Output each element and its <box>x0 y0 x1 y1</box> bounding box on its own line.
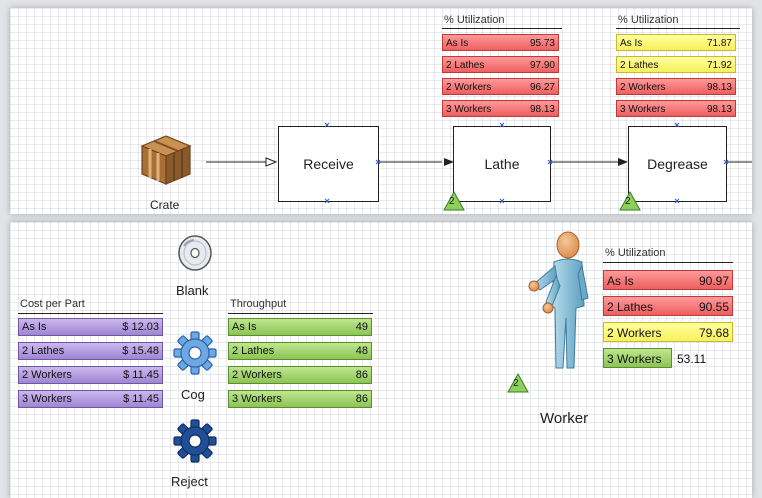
cost-per-part-row-label: 3 Workers <box>22 393 72 405</box>
throughput-row-value: 49 <box>355 321 368 333</box>
cost-per-part-row-value: $ 11.45 <box>123 369 159 381</box>
cog-label: Cog <box>181 387 205 402</box>
lathe-utilization-row-value: 97.90 <box>529 60 555 71</box>
worker-utilization-row-label: 3 Workers <box>607 352 662 366</box>
throughput-row: 3 Workers 86 <box>228 390 372 408</box>
worker-utilization-row-value: 79.68 <box>698 326 729 340</box>
worker-utilization-row-label: As Is <box>607 274 634 288</box>
worker-utilization-underline <box>603 262 733 263</box>
cd-disc-icon[interactable] <box>174 232 216 274</box>
worker-utilization-row: As Is 90.97 <box>603 270 733 290</box>
degrease-utilization-row-value: 98.13 <box>706 82 732 93</box>
degrease-badge-count: 2 <box>625 196 631 207</box>
degrease-utilization-underline <box>616 28 740 29</box>
degrease-utilization-row: 3 Workers 98.13 <box>616 100 736 117</box>
degrease-utilization-row: As Is 71.87 <box>616 34 736 51</box>
lathe-utilization-row: 2 Workers 96.27 <box>442 78 559 95</box>
lathe-utilization-row-label: 2 Workers <box>446 82 492 93</box>
degrease-resource-badge-icon <box>619 191 641 211</box>
lathe-resource-badge-icon <box>443 191 465 211</box>
lathe-utilization-row-label: As Is <box>446 38 469 49</box>
degrease-utilization-row-label: 3 Workers <box>620 104 666 115</box>
lathe-utilization-row: 2 Lathes 97.90 <box>442 56 559 73</box>
lathe-utilization-underline <box>442 28 562 29</box>
lathe-utilization-row-value: 95.73 <box>529 38 555 49</box>
worker-resource-badge-icon <box>507 373 529 393</box>
throughput-underline <box>228 313 373 314</box>
throughput-row-label: 2 Lathes <box>232 345 275 357</box>
degrease-utilization-row: 2 Lathes 71.92 <box>616 56 736 73</box>
lathe-utilization-row: 3 Workers 98.13 <box>442 100 559 117</box>
receive-label: Receive <box>303 156 354 172</box>
degrease-label: Degrease <box>647 156 708 172</box>
worker-utilization-row: 2 Workers 79.68 <box>603 322 733 342</box>
worker-utilization-row-label: 2 Lathes <box>607 300 654 314</box>
arrow-receive-lathe <box>444 158 454 166</box>
flow-connectors <box>206 157 752 167</box>
blank-label: Blank <box>176 283 209 298</box>
crate-icon[interactable] <box>138 132 194 188</box>
cost-per-part-row-label: As Is <box>22 321 47 333</box>
degrease-activity[interactable]: Degrease <box>628 126 727 202</box>
arrow-crate-receive <box>265 157 278 167</box>
reject-cog-icon[interactable] <box>172 418 218 464</box>
worker-utilization-row: 2 Lathes 90.55 <box>603 296 733 316</box>
throughput-title: Throughput <box>230 298 287 310</box>
throughput-row-label: 3 Workers <box>232 393 282 405</box>
cost-per-part-row-label: 2 Lathes <box>22 345 65 357</box>
lathe-utilization-title: % Utilization <box>444 14 505 26</box>
throughput-row: As Is 49 <box>228 318 372 336</box>
cost-per-part-row-value: $ 15.48 <box>122 345 159 357</box>
cost-per-part-title: Cost per Part <box>20 298 85 310</box>
cost-per-part-row-label: 2 Workers <box>22 369 72 381</box>
cost-per-part-row: As Is $ 12.03 <box>18 318 163 336</box>
lathe-label: Lathe <box>484 156 520 172</box>
cost-per-part-row-value: $ 11.45 <box>123 393 159 405</box>
throughput-row-value: 86 <box>355 369 368 381</box>
worker-figure-icon[interactable] <box>510 228 594 378</box>
degrease-utilization-title: % Utilization <box>618 14 679 26</box>
worker-utilization-row-label: 2 Workers <box>607 326 662 340</box>
degrease-utilization-row-value: 98.13 <box>706 104 732 115</box>
throughput-row: 2 Workers 86 <box>228 366 372 384</box>
throughput-row-label: As Is <box>232 321 257 333</box>
lathe-badge-count: 2 <box>449 196 455 207</box>
cost-per-part-row: 3 Workers $ 11.45 <box>18 390 163 408</box>
lathe-utilization-row-label: 2 Lathes <box>446 60 485 71</box>
reject-label: Reject <box>171 474 208 489</box>
cost-per-part-underline <box>18 313 163 314</box>
lathe-utilization-row: As Is 95.73 <box>442 34 559 51</box>
degrease-utilization-row: 2 Workers 98.13 <box>616 78 736 95</box>
receive-activity[interactable]: Receive <box>278 126 379 202</box>
worker-utilization-title: % Utilization <box>605 247 666 259</box>
worker-badge-count: 2 <box>513 378 519 389</box>
worker-utilization-row-value: 90.55 <box>698 300 729 314</box>
cost-per-part-row: 2 Lathes $ 15.48 <box>18 342 163 360</box>
worker-utilization-row: 3 Workers 53.11 <box>603 348 706 368</box>
cog-icon[interactable] <box>172 330 218 376</box>
lathe-utilization-row-label: 3 Workers <box>446 104 492 115</box>
cost-per-part-row: 2 Workers $ 11.45 <box>18 366 163 384</box>
lathe-utilization-row-value: 96.27 <box>529 82 555 93</box>
throughput-row-label: 2 Workers <box>232 369 282 381</box>
degrease-utilization-row-label: 2 Lathes <box>620 60 659 71</box>
degrease-utilization-row-label: 2 Workers <box>620 82 666 93</box>
worker-label: Worker <box>540 410 589 427</box>
process-flow-panel: Crate Receive Lathe Degrease <box>10 8 752 214</box>
cost-per-part-row-value: $ 12.03 <box>122 321 159 333</box>
throughput-row-value: 86 <box>355 393 368 405</box>
lathe-utilization-row-value: 98.13 <box>529 104 555 115</box>
crate-label: Crate <box>150 198 180 212</box>
lathe-activity[interactable]: Lathe <box>453 126 551 202</box>
results-panel: Blank Cog <box>10 222 752 498</box>
degrease-utilization-row-value: 71.92 <box>706 60 732 71</box>
arrow-lathe-degrease <box>618 158 628 166</box>
degrease-utilization-row-label: As Is <box>620 38 643 49</box>
degrease-utilization-row-value: 71.87 <box>706 38 732 49</box>
worker-utilization-row-value: 90.97 <box>698 274 729 288</box>
throughput-row-value: 48 <box>355 345 368 357</box>
throughput-row: 2 Lathes 48 <box>228 342 372 360</box>
worker-utilization-row-value: 53.11 <box>677 352 707 366</box>
